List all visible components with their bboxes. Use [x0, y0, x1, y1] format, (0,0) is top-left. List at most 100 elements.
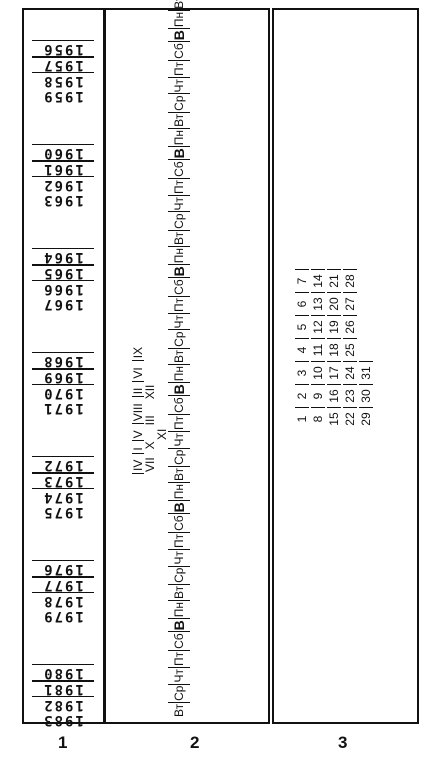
weekday-label: Сб: [168, 41, 190, 60]
weekday-label: В: [168, 28, 190, 42]
weekday-label: Вт: [168, 111, 190, 128]
year-label: 1979: [42, 608, 84, 624]
month-row: XI: [155, 324, 169, 474]
month-label: VI: [131, 365, 145, 382]
weekday-label: Ср: [168, 93, 190, 112]
weekday-label: Пн: [168, 481, 190, 501]
month-label: [144, 405, 156, 409]
weekday-label: Чт: [168, 431, 190, 448]
weekday-label: Пн: [168, 245, 190, 265]
year-label: 1977: [32, 576, 94, 593]
year-label: 1958: [32, 72, 94, 89]
year-label: 1959: [42, 88, 84, 104]
weekday-label: Пн: [168, 127, 190, 147]
month-label: [156, 470, 168, 474]
column-number-3: 3: [338, 733, 348, 752]
date-label: 7: [295, 269, 309, 292]
weekday-label: Пт: [168, 649, 190, 668]
weekday-label: Вт: [168, 583, 190, 600]
weekday-label: Пн: [168, 9, 190, 29]
weekday-label: Чт: [168, 549, 190, 566]
year-label: 1961: [32, 160, 94, 177]
year-label: 1962: [32, 176, 94, 193]
date-label: 29: [359, 407, 373, 430]
date-label: 1: [295, 407, 309, 430]
month-label: [156, 462, 168, 466]
weekday-label: Ср: [168, 329, 190, 348]
weekday-label: Ср: [168, 565, 190, 584]
weekday-label: В: [168, 500, 190, 514]
weekday-label: В: [168, 146, 190, 160]
date-label: 24: [343, 361, 357, 384]
date-label: 31: [359, 361, 373, 384]
date-label: 26: [343, 315, 357, 338]
date-label: 20: [327, 292, 341, 315]
date-label: 28: [343, 269, 357, 292]
year-label: 1974: [32, 488, 94, 505]
year-label: 1978: [32, 592, 94, 609]
year-label: 1963: [42, 192, 84, 208]
weekday-label: Пт: [168, 59, 190, 77]
year-label: 1975: [42, 504, 84, 520]
year-label: 1966: [32, 280, 94, 297]
date-label: 11: [311, 338, 325, 361]
weekday-label: Вт: [168, 701, 190, 718]
date-label: 15: [327, 407, 341, 430]
weekday-label: Пн: [168, 363, 190, 383]
month-label: IX: [131, 344, 145, 362]
year-label: 1971: [42, 400, 84, 416]
weekday-label: Пт: [168, 413, 190, 432]
weekday-label: Сб: [168, 395, 190, 414]
year-label: 1983: [42, 712, 84, 728]
weekday-label: Вт: [168, 465, 190, 482]
date-label: 8: [311, 407, 325, 430]
weekday-label: Чт: [168, 194, 190, 212]
weekday-label: Сб: [168, 277, 190, 296]
date-label: 14: [311, 269, 325, 292]
weekday-label: В: [168, 382, 190, 396]
month-label: XI: [155, 428, 169, 440]
month-label: X: [143, 441, 157, 450]
date-label: 25: [343, 338, 357, 361]
column-number-1: 1: [58, 733, 68, 752]
weekday-label: Ср: [168, 447, 190, 466]
month-label: [156, 454, 168, 458]
weekday-label: Вт: [168, 229, 190, 246]
date-label: 10: [311, 361, 325, 384]
year-label: 1973: [32, 472, 94, 489]
weekday-label: Сб: [168, 513, 190, 532]
month-label: [156, 419, 168, 423]
date-label: 30: [359, 384, 373, 407]
date-label: 5: [295, 315, 309, 338]
date-label: 21: [327, 269, 341, 292]
weekday-label: В: [168, 618, 190, 632]
weekday-label: Вт: [168, 347, 190, 364]
date-label: 22: [343, 407, 357, 430]
year-label: 1981: [32, 680, 94, 697]
column-number-2: 2: [190, 733, 200, 752]
date-label: 4: [295, 338, 309, 361]
weekday-label: Чт: [168, 313, 190, 330]
weekday-label: Пт: [168, 295, 190, 313]
date-label: 19: [327, 315, 341, 338]
date-label: 18: [327, 338, 341, 361]
weekday-label: Пн: [168, 599, 190, 619]
date-label: 12: [311, 315, 325, 338]
month-label: III: [143, 415, 157, 426]
year-label: 1965: [32, 264, 94, 281]
date-label: 16: [327, 384, 341, 407]
weekday-label: Сб: [168, 159, 190, 178]
weekday-label: Чт: [168, 667, 190, 684]
date-label: 9: [311, 384, 325, 407]
date-label: 23: [343, 384, 357, 407]
